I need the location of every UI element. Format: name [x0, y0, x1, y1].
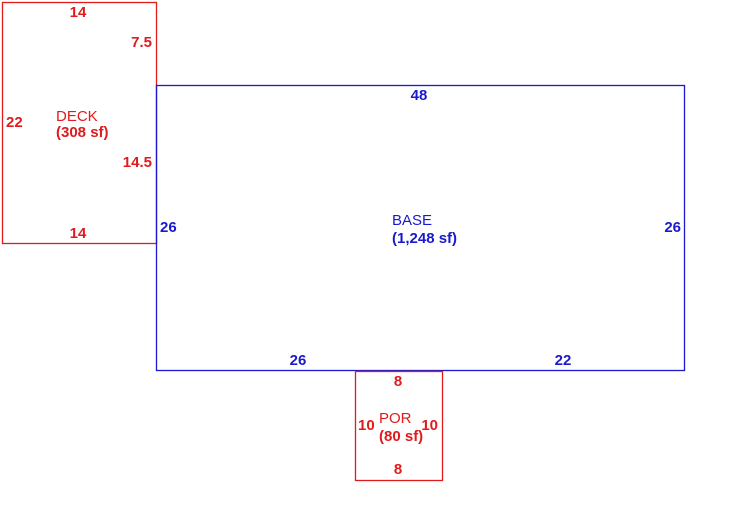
- deck-area: 14 7.5 22 DECK (308 sf) 14.5 14: [1, 1, 158, 245]
- base-dim-bottom-right: 22: [555, 352, 572, 369]
- deck-area-label: (308 sf): [56, 124, 109, 141]
- porch-dim-bottom: 8: [394, 461, 402, 478]
- porch-dim-right: 10: [421, 417, 438, 434]
- deck-dim-bottom: 14: [70, 225, 87, 242]
- base-dim-bottom-left: 26: [290, 352, 307, 369]
- porch-dim-left: 10: [358, 417, 375, 434]
- deck-dim-right-lower: 14.5: [123, 154, 152, 171]
- base-name-label: BASE: [392, 212, 432, 229]
- base-dim-top: 48: [411, 87, 428, 104]
- porch-name-label: POR: [379, 410, 412, 427]
- base-dim-right: 26: [664, 219, 681, 236]
- porch-outline: [354, 370, 444, 482]
- porch-area-label: (80 sf): [379, 428, 423, 445]
- deck-dim-left: 22: [6, 114, 23, 131]
- base-area: 48 26 26 BASE (1,248 sf) 26 22: [155, 84, 686, 372]
- deck-name-label: DECK: [56, 108, 98, 125]
- base-dim-left: 26: [160, 219, 177, 236]
- deck-dim-top: 14: [70, 4, 87, 21]
- porch-dim-top: 8: [394, 373, 402, 390]
- base-area-label: (1,248 sf): [392, 230, 457, 247]
- porch-area: 8 10 10 POR (80 sf) 8: [354, 370, 444, 482]
- deck-dim-right-upper: 7.5: [131, 34, 152, 51]
- base-outline: [155, 84, 686, 372]
